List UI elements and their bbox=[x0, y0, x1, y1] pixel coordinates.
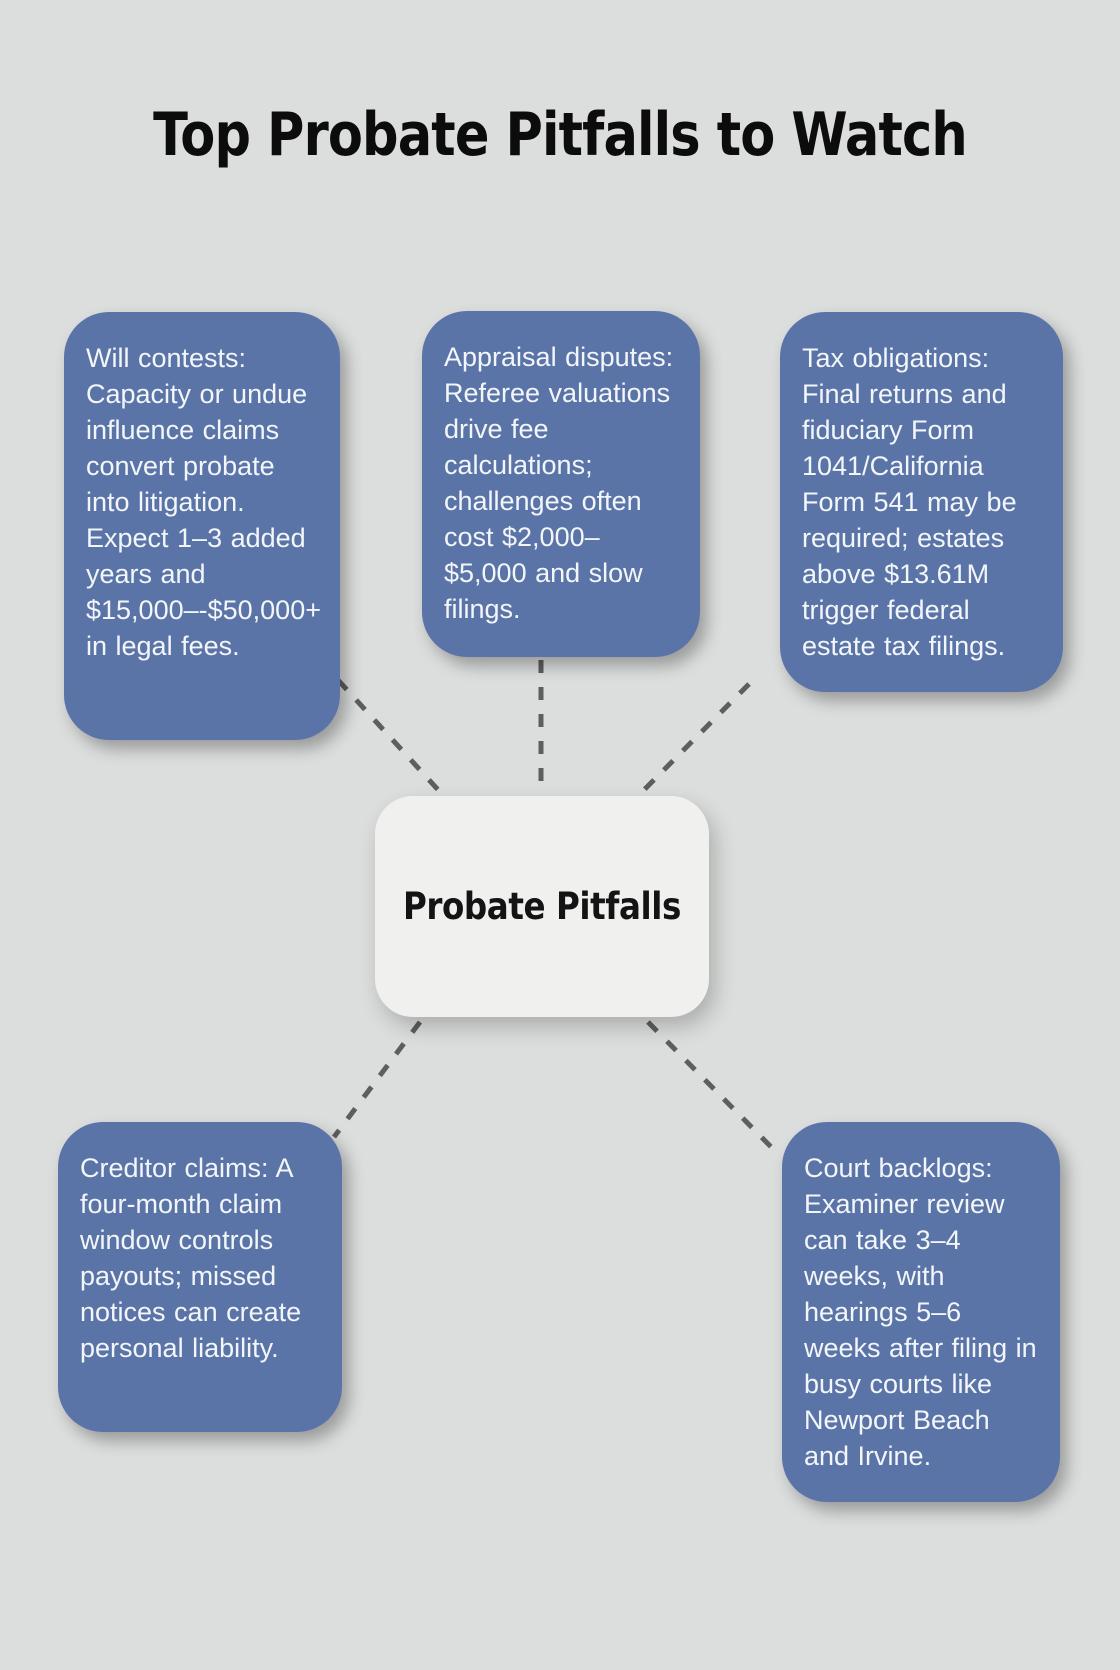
node-text: Court backlogs: Examiner review can take… bbox=[804, 1153, 1037, 1471]
node-will-contests: Will contests: Capacity or undue influen… bbox=[64, 312, 340, 740]
connector-line bbox=[646, 1020, 781, 1157]
node-tax-obligations: Tax obligations: Final returns and fiduc… bbox=[780, 312, 1063, 692]
page-title: Top Probate Pitfalls to Watch bbox=[153, 100, 968, 170]
node-text: Tax obligations: Final returns and fiduc… bbox=[802, 343, 1017, 661]
node-text: Creditor claims: A four-month claim wind… bbox=[80, 1153, 302, 1363]
connector-line bbox=[640, 682, 751, 794]
connector-line bbox=[331, 1020, 423, 1139]
node-court-backlogs: Court backlogs: Examiner review can take… bbox=[782, 1122, 1060, 1502]
node-text: Appraisal disputes: Referee valuations d… bbox=[444, 342, 674, 624]
center-node: Probate Pitfalls bbox=[375, 796, 709, 1017]
connector-line bbox=[336, 678, 443, 795]
center-node-label: Probate Pitfalls bbox=[403, 885, 681, 928]
node-text: Will contests: Capacity or undue influen… bbox=[86, 343, 321, 661]
node-creditor-claims: Creditor claims: A four-month claim wind… bbox=[58, 1122, 342, 1432]
node-appraisal-disputes: Appraisal disputes: Referee valuations d… bbox=[422, 311, 700, 657]
